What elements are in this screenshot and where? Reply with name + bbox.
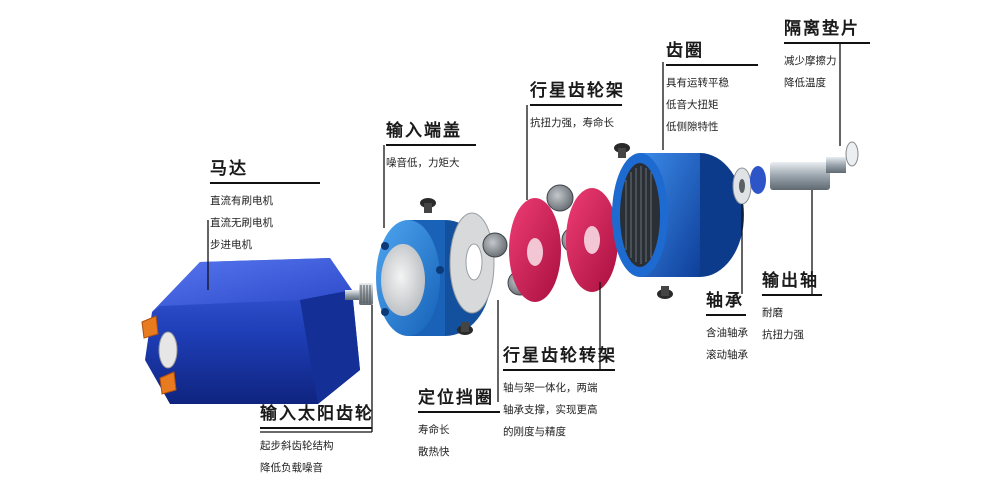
label-bearing-title: 轴承 [706,291,744,311]
motor [141,258,363,404]
label-washer-line: 降低温度 [784,77,826,89]
label-sun-gear-line: 降低负载噪音 [260,462,323,474]
label-sun-gear-title: 输入太阳齿轮 [260,404,374,424]
screw-icon [457,322,473,335]
label-bearing-line: 含油轴承 [706,327,748,339]
leader-lines [207,42,841,433]
label-ring-stop-line: 散热快 [418,446,450,458]
planet-carrier [509,198,561,302]
label-carrier-title: 行星齿轮架 [530,81,625,101]
motor-terminal-bottom [159,371,177,395]
label-output-line: 耐磨 [762,307,783,319]
label-carrier-rot-line: 的刚度与精度 [503,426,566,438]
label-input-cap: 输入端盖 噪音低，力矩大 [386,120,476,174]
label-underline [706,314,746,316]
label-washer: 隔离垫片 减少摩擦力 降低温度 [784,18,870,94]
ring-gear [612,153,744,277]
label-motor-title: 马达 [210,159,248,179]
label-ring-gear: 齿圈 具有运转平稳 低音大扭矩 低侧隙特性 [666,40,758,138]
label-underline [666,64,758,66]
label-ring-gear-line: 低音大扭矩 [666,99,719,111]
label-input-cap-line: 噪音低，力矩大 [386,157,460,169]
label-input-cap-title: 输入端盖 [386,121,462,141]
label-underline [210,182,320,184]
screw-icon [614,143,630,158]
label-sun-gear: 输入太阳齿轮 起步斜齿轮结构 降低负载噪音 [260,403,374,479]
label-ring-gear-line: 低侧隙特性 [666,121,719,133]
label-underline [530,104,622,106]
screw-icon [657,286,673,299]
label-carrier-rot-line: 轴承支撑，实现更高 [503,404,598,416]
label-ring-stop-line: 寿命长 [418,424,450,436]
output-shaft [770,157,846,190]
label-bearing-line: 滚动轴承 [706,349,748,361]
label-ring-stop-title: 定位挡圈 [418,388,494,408]
label-underline [418,411,500,413]
positioning-ring [449,212,495,314]
label-motor-line: 直流无刷电机 [210,217,273,229]
label-motor-line: 步进电机 [210,239,252,251]
label-motor: 马达 直流有刷电机 直流无刷电机 步进电机 [210,158,320,256]
bearing [732,167,752,205]
planet-carrier-rotating [566,188,618,292]
label-output: 输出轴 耐磨 抗扭力强 [762,270,822,346]
label-underline [260,427,372,429]
label-ring-stop: 定位挡圈 寿命长 散热快 [418,387,500,463]
label-ring-gear-line: 具有运转平稳 [666,77,729,89]
input-cap-bore [381,244,425,316]
isolation-washer [845,141,859,167]
label-carrier-rot: 行星齿轮转架 轴与架一体化，两端 轴承支撑，实现更高 的刚度与精度 [503,345,617,443]
label-carrier-rot-line: 轴与架一体化，两端 [503,382,598,394]
label-underline [784,42,870,44]
input-sun-gear [359,283,373,305]
label-ring-gear-title: 齿圈 [666,41,704,61]
label-motor-line: 直流有刷电机 [210,195,273,207]
screw-icon [420,198,436,213]
label-carrier-rot-title: 行星齿轮转架 [503,346,617,366]
label-bearing: 轴承 含油轴承 滚动轴承 [706,290,748,366]
label-output-line: 抗扭力强 [762,329,804,341]
label-underline [386,144,476,146]
label-carrier: 行星齿轮架 抗扭力强，寿命长 [530,80,625,134]
ring-gear-teeth [625,166,652,264]
label-underline [762,294,822,296]
label-washer-title: 隔离垫片 [784,19,860,39]
motor-terminal-top [141,315,159,339]
label-sun-gear-line: 起步斜齿轮结构 [260,440,334,452]
label-washer-line: 减少摩擦力 [784,55,837,67]
label-carrier-line: 抗扭力强，寿命长 [530,117,614,129]
seal-ring [750,166,766,194]
motor-top-face [152,258,352,312]
label-output-title: 输出轴 [762,271,819,291]
motor-bushing [158,331,178,369]
motor-end-face [300,290,360,404]
label-underline [503,369,615,371]
motor-shaft [345,290,363,300]
